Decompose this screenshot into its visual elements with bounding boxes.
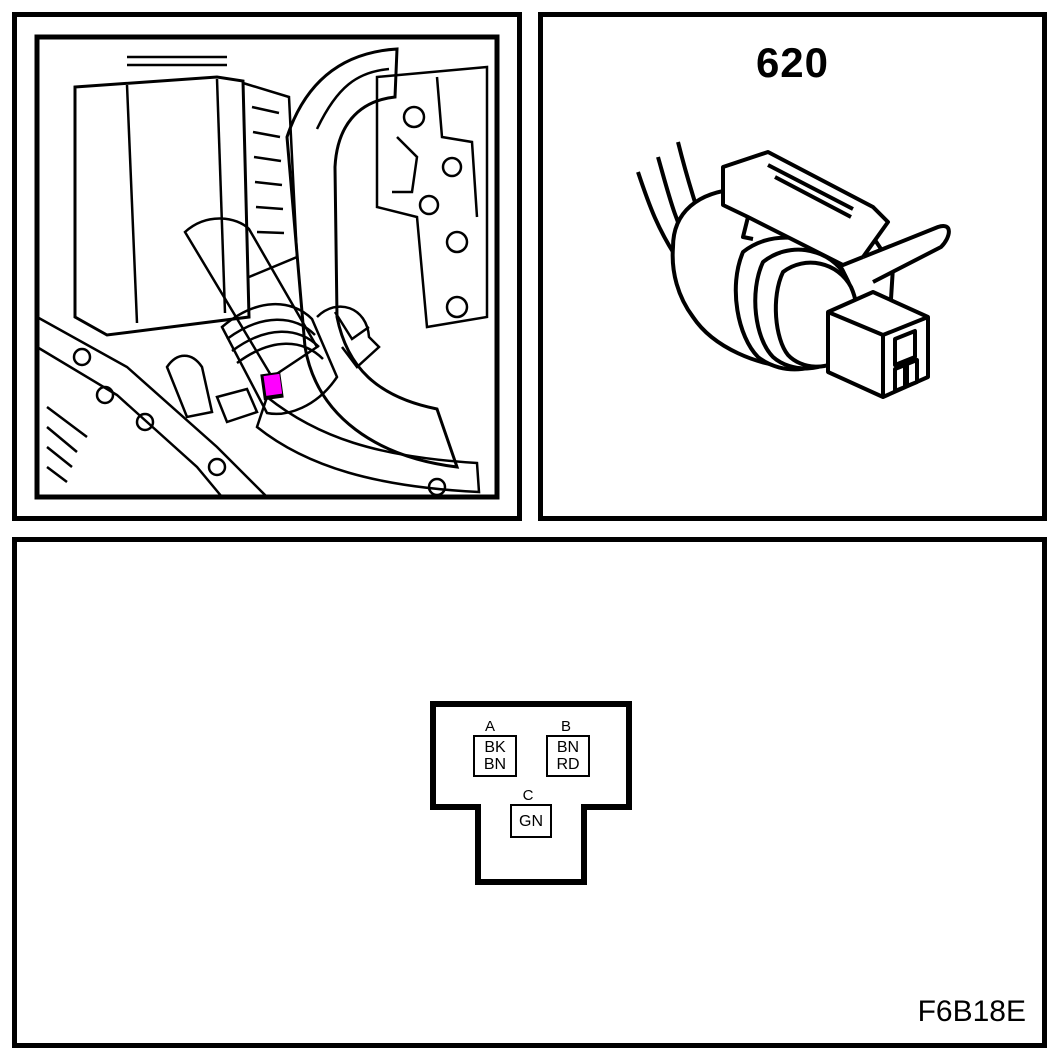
pin-c-cavity: GN — [510, 804, 552, 838]
pinout-panel: A BK BN B BN RD C GN F6B18E — [12, 537, 1047, 1048]
pin-b-wire-color-2: RD — [556, 756, 580, 773]
figure-code: F6B18E — [917, 995, 1026, 1028]
pin-a-cavity: BK BN — [473, 735, 517, 777]
pin-b-wire-color-1: BN — [556, 739, 580, 756]
connector-number: 620 — [755, 39, 830, 86]
pin-c-wire-color-1: GN — [519, 812, 543, 830]
pin-a-wire-color-1: BK — [484, 739, 506, 756]
location-panel — [12, 12, 522, 521]
pin-b-cavity: BN RD — [546, 735, 590, 777]
connector-illustration — [636, 141, 951, 399]
pin-b-letter: B — [560, 718, 571, 735]
pin-a-wire-color-2: BN — [483, 756, 507, 773]
connector-location-highlight — [263, 373, 283, 396]
pin-a-letter: A — [484, 718, 495, 735]
pin-c-letter: C — [522, 787, 534, 804]
connector-panel: 620 — [538, 12, 1047, 521]
engine-bay-illustration — [34, 34, 500, 500]
